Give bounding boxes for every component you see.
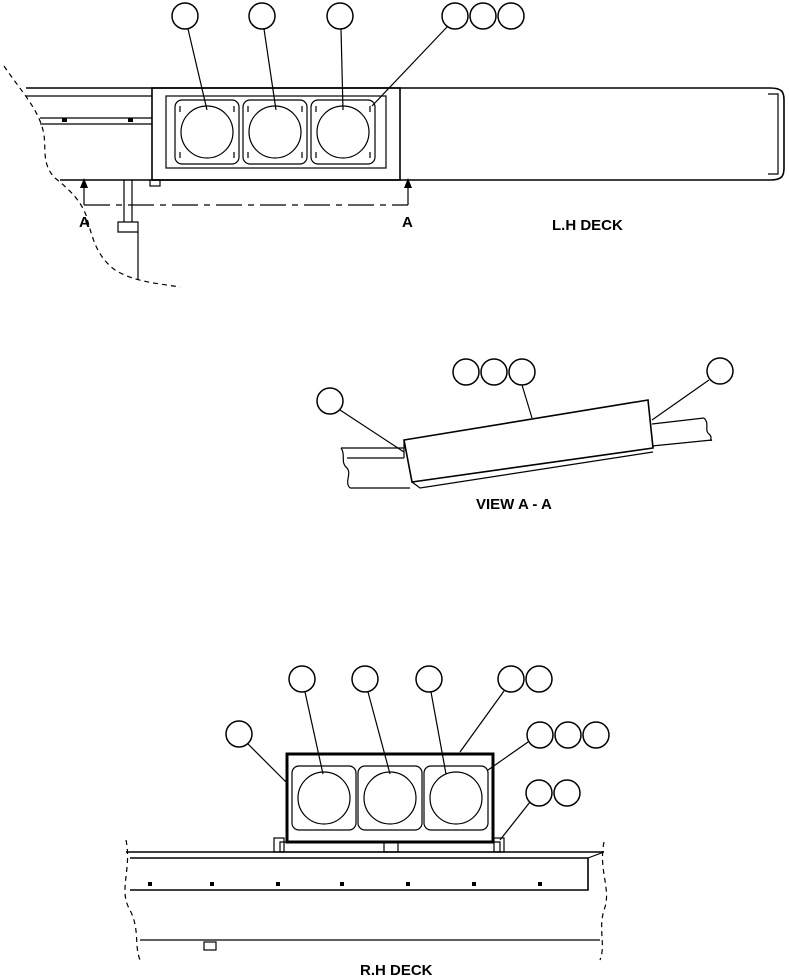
lh-lamp-1 <box>174 99 240 165</box>
leader-line <box>651 379 710 421</box>
leader-line <box>263 28 277 111</box>
callout-bubble <box>452 358 480 386</box>
callout-bubble <box>351 665 379 693</box>
callout-bubble <box>582 721 610 749</box>
callout-bubble <box>441 2 469 30</box>
callout-bubble <box>171 2 199 30</box>
rh-break-right <box>599 841 608 961</box>
leader-line <box>499 801 531 841</box>
callout-bubble <box>497 665 525 693</box>
callout-bubble <box>469 2 497 30</box>
section-marker-left: A <box>79 214 90 231</box>
lh-lamp-2 <box>242 99 308 165</box>
rh-break-left <box>124 839 141 961</box>
callout-bubble <box>248 2 276 30</box>
leader-line <box>487 741 529 771</box>
section-marker-right: A <box>402 214 413 231</box>
section-lamp-housing <box>403 399 654 483</box>
callout-bubble <box>480 358 508 386</box>
leader-line <box>247 743 289 785</box>
rh-lamp-3 <box>423 765 489 831</box>
section-arrow-left <box>80 178 88 188</box>
leader-line <box>304 691 324 775</box>
lh-bracket-box <box>151 87 401 181</box>
callout-bubble <box>553 779 581 807</box>
callout-bubble <box>526 721 554 749</box>
leader-line <box>371 26 448 107</box>
callout-bubble <box>288 665 316 693</box>
leader-line <box>340 28 344 111</box>
callout-bubble <box>525 779 553 807</box>
callout-bubble <box>508 358 536 386</box>
rh-lamp-2 <box>357 765 423 831</box>
rh-deck-title: R.H DECK <box>360 962 433 977</box>
section-view: VIEW A - A <box>316 357 734 513</box>
rh-deck-view: R.H DECK <box>124 665 610 977</box>
rh-lamp-1 <box>291 765 357 831</box>
section-view-title: VIEW A - A <box>476 496 552 513</box>
leader-line <box>187 28 208 111</box>
callout-bubble <box>316 387 344 415</box>
rh-bracket-box <box>285 752 495 844</box>
callout-bubble <box>497 2 525 30</box>
leader-line <box>459 690 505 753</box>
lh-break-line <box>3 65 181 288</box>
leader-line <box>521 384 533 419</box>
leader-line <box>367 691 391 775</box>
callout-bubble <box>225 720 253 748</box>
callout-bubble <box>554 721 582 749</box>
lh-deck-title: L.H DECK <box>552 217 623 234</box>
leader-line <box>339 409 405 453</box>
leader-line <box>430 691 447 775</box>
callout-bubble <box>525 665 553 693</box>
lh-deck-view: A A L.H DECK <box>3 2 785 288</box>
callout-bubble <box>326 2 354 30</box>
section-arrow-right <box>404 178 412 188</box>
callout-bubble <box>706 357 734 385</box>
callout-bubble <box>415 665 443 693</box>
